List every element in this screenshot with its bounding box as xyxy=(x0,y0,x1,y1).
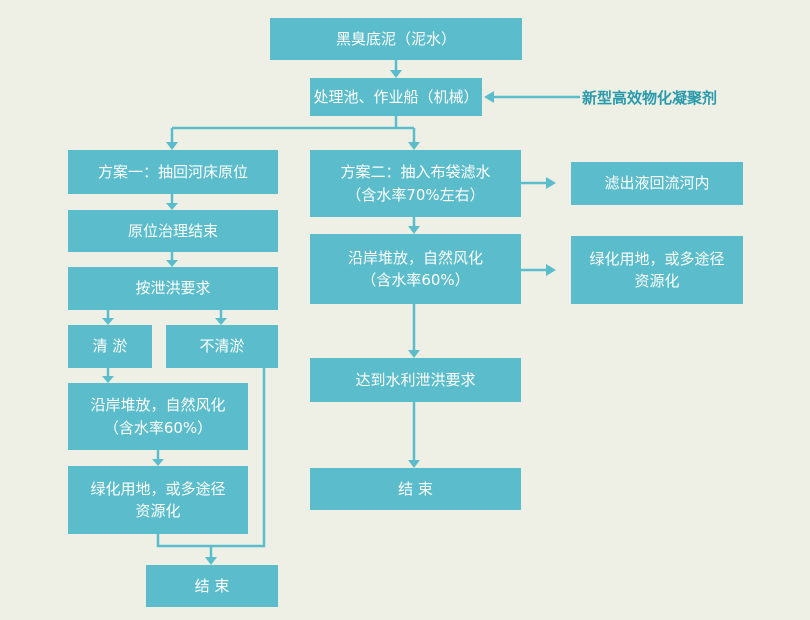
sludge-box: 黑臭底泥（泥水） xyxy=(270,18,522,60)
green-right-line2: 资源化 xyxy=(634,272,680,290)
plan2-line1: 方案二：抽入布袋滤水 xyxy=(340,163,491,181)
plan1-label: 方案一：抽回河床原位 xyxy=(97,162,248,181)
green-left-line2: 资源化 xyxy=(135,502,181,520)
flood-req-right-box: 达到水利泄洪要求 xyxy=(310,358,521,402)
flood-req-left-label: 按泄洪要求 xyxy=(135,279,211,298)
dredge-label: 清 淤 xyxy=(92,337,128,356)
no-dredge-label: 不清淤 xyxy=(199,337,245,356)
flood-req-right-label: 达到水利泄洪要求 xyxy=(355,370,476,389)
end-left-label: 结 束 xyxy=(194,576,230,595)
dredge-box: 清 淤 xyxy=(68,325,152,368)
flocculant-label: 新型高效物化凝聚剂 xyxy=(582,89,718,107)
green-left-box: 绿化用地，或多途径 资源化 xyxy=(68,466,248,534)
no-dredge-box: 不清淤 xyxy=(166,325,278,368)
plan2-box: 方案二：抽入布袋滤水 （含水率70%左右） xyxy=(310,150,521,217)
flood-req-left-box: 按泄洪要求 xyxy=(68,267,278,310)
green-left-line1: 绿化用地，或多途径 xyxy=(90,479,226,498)
insitu-end-label: 原位治理结束 xyxy=(127,221,218,240)
pile-right-line2: （含水率60%） xyxy=(361,271,470,289)
plan2-line2: （含水率70%左右） xyxy=(346,185,485,204)
end-left-box: 结 束 xyxy=(146,565,278,607)
treatment-label: 处理池、作业船（机械） xyxy=(313,87,479,106)
end-right-label: 结 束 xyxy=(398,479,433,498)
insitu-end-box: 原位治理结束 xyxy=(68,210,278,252)
green-right-box: 绿化用地，或多途径 资源化 xyxy=(571,236,743,304)
pile-left-line2: （含水率60%） xyxy=(103,418,213,437)
pile-right-line1: 沿岸堆放，自然风化 xyxy=(347,248,483,267)
treatment-box: 处理池、作业船（机械） xyxy=(310,78,482,116)
end-right-box: 结 束 xyxy=(310,468,521,510)
pile-right-box: 沿岸堆放，自然风化 （含水率60%） xyxy=(310,234,521,304)
pile-left-line1: 沿岸堆放，自然风化 xyxy=(90,396,226,414)
filtrate-box: 滤出液回流河内 xyxy=(571,162,743,205)
green-right-line1: 绿化用地，或多途径 xyxy=(589,249,725,268)
sludge-label: 黑臭底泥（泥水） xyxy=(335,29,456,48)
filtrate-label: 滤出液回流河内 xyxy=(604,174,710,193)
pile-left-box: 沿岸堆放，自然风化 （含水率60%） xyxy=(68,383,248,450)
plan1-box: 方案一：抽回河床原位 xyxy=(68,150,278,194)
